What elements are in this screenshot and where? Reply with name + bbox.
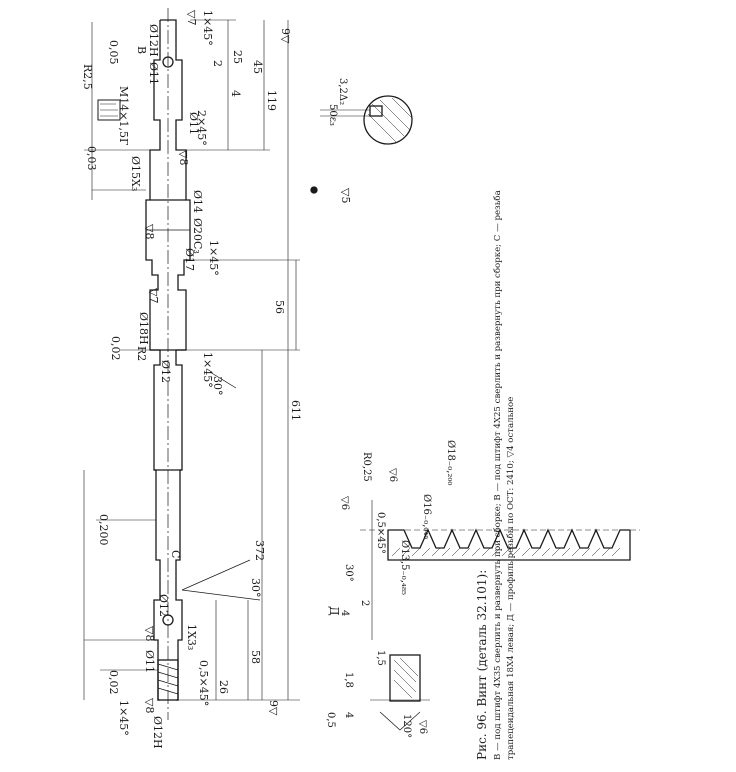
dia-12-low: Ø12	[157, 594, 170, 617]
dim-372: 372	[253, 540, 266, 561]
dia-18h: Ø18H	[137, 312, 150, 345]
section-d-d18: Ø18₋₀,₂₀₀	[445, 440, 456, 485]
pin-section	[320, 95, 413, 145]
dia-15x3: Ø15X₃	[129, 156, 142, 191]
roughness-5: ▽5	[339, 188, 352, 203]
dim-25: 25	[231, 50, 244, 64]
dim-58: 58	[249, 650, 262, 664]
pin-dim-50: 50ε₃	[327, 104, 338, 126]
roughness-8-low: ▽8	[143, 626, 156, 641]
figure-caption: Рис. 96. Винт (деталь 32.101): В — под ш…	[475, 190, 516, 760]
roughness-8-top: ▽8	[177, 150, 190, 165]
radius-25: R2,5	[81, 64, 94, 90]
caption-line-2: трапецеидальная 18X4 левая; Д — профиль …	[505, 397, 516, 760]
section-d-title: Д	[327, 606, 341, 616]
tol-002-low: 0,02	[107, 670, 120, 695]
section-d-depth: 2	[359, 600, 370, 606]
roughness-7-mid: ▽7	[147, 288, 160, 303]
roughness-8-end: ▽8	[143, 698, 156, 713]
labels-right: 611 372 119 56 58 45 26 25 4 2 1×45° 2×4…	[195, 10, 352, 716]
dia-12-mid: Ø12	[159, 360, 172, 383]
caption-line-1: В — под штифт 4X35 сверлить и развернуть…	[492, 190, 503, 760]
section-d-d135: Ø13,5₋₀,₄₈₅	[399, 540, 410, 595]
detail-b	[370, 654, 430, 731]
detail-b-15: 1,5	[375, 650, 386, 666]
shaft-drawing	[83, 8, 640, 731]
radius-2: R2	[135, 346, 148, 361]
section-d-r025: R0,25	[361, 452, 372, 482]
roughness-8-mid: ▽8	[143, 224, 156, 239]
dim-45: 45	[251, 60, 264, 74]
undercut-1x3: 1X3₃	[185, 624, 198, 650]
chamfer-1x45-mid: 1×45°	[207, 240, 220, 276]
tol-0200: 0,200	[97, 514, 110, 546]
dia-12h-end: Ø12H	[151, 716, 164, 749]
dim-56: 56	[273, 300, 286, 314]
dim-26: 26	[217, 680, 230, 694]
section-d-angle: 30°	[343, 564, 354, 582]
dia-20c3: Ø20С₃	[191, 218, 204, 254]
caption-title: Рис. 96. Винт (деталь 32.101):	[475, 570, 489, 760]
roughness-9-bottom: 9▽	[267, 700, 280, 716]
detail-b-18: 1,8	[343, 672, 354, 688]
angle-30: 30°	[249, 578, 262, 598]
pin-section-labels: 3,2Δ₂ 50ε₃	[327, 78, 348, 126]
dia-12h-top: Ø12H	[147, 24, 160, 57]
thread-m14: М14×1,5Г	[117, 86, 130, 145]
dia-11-top: Ø11	[147, 62, 160, 85]
labels-left: Ø12H 0,05 В Ø11 R2,5 М14×1,5Г Ø11 0,03 Ø…	[81, 10, 220, 749]
detail-b-r6: ▽6	[417, 720, 428, 734]
tol-002: 0,02	[109, 336, 122, 361]
roughness-9-top: 9▽	[279, 28, 292, 44]
dim-611: 611	[289, 400, 302, 421]
detail-b-05: 0,5	[325, 712, 336, 728]
tol-005: 0,05	[107, 40, 120, 65]
section-d-pitch: 4	[339, 610, 350, 616]
dim-119: 119	[265, 90, 278, 111]
dim-4: 4	[229, 90, 242, 97]
chamfer-05x45: 0,5×45°	[197, 660, 210, 706]
chamfer-1x45-top: 1×45°	[201, 10, 214, 46]
detail-b-labels: 1,5 1,8 4 0,5 120° ▽6	[325, 650, 428, 738]
tol-003: 0,03	[85, 146, 98, 171]
angle-30b: 30°	[211, 376, 224, 396]
letter-b-top: В	[135, 46, 148, 54]
dia-14: Ø14	[191, 190, 204, 213]
detail-b-120: 120°	[401, 714, 412, 738]
chamfer-1x45-end: 1×45°	[117, 700, 130, 736]
dia-11-low: Ø11	[143, 650, 156, 673]
chamfer-2x45: 2×45°	[195, 110, 208, 146]
chamfer-1x45-low: 1×45°	[201, 352, 214, 388]
roughness-7-top: ▽7	[185, 10, 198, 25]
section-d-labels: Д Ø18₋₀,₂₀₀ Ø16₋₀,₀₄₅ Ø13,5₋₀,₄₈₅ R0,25 …	[327, 440, 456, 616]
dia-17: Ø17	[183, 248, 196, 271]
detail-b-4: 4	[343, 712, 354, 718]
section-d-r6b: ▽6	[339, 496, 350, 510]
letter-c: С	[169, 550, 182, 558]
section-d-chamfer: 0,5×45°	[375, 512, 386, 554]
section-d-r6a: ▽6	[387, 468, 398, 482]
section-d-d16: Ø16₋₀,₀₄₅	[421, 494, 432, 539]
thread-profile-section	[360, 500, 640, 640]
dim-2: 2	[211, 60, 224, 67]
dia-11-mid: Ø11	[187, 112, 200, 135]
pin-dim-32: 3,2Δ₂	[337, 78, 348, 105]
